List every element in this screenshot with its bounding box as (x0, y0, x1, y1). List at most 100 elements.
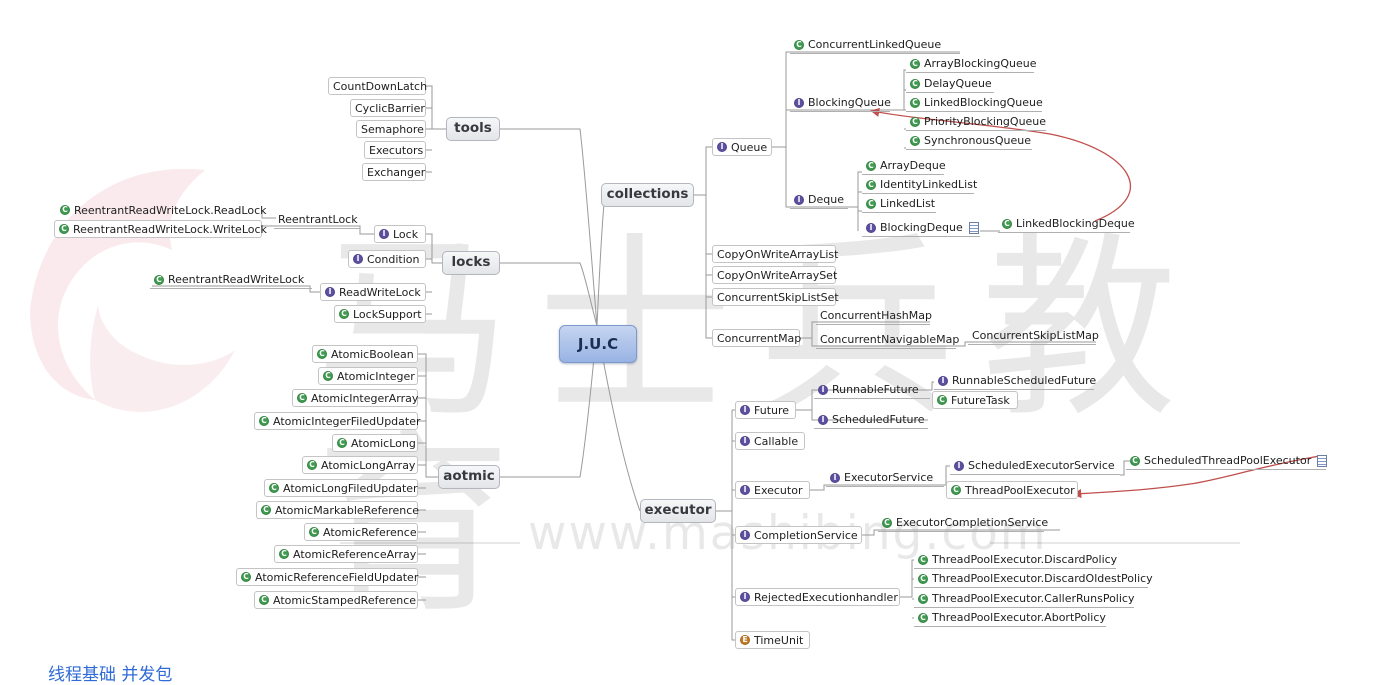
collections-concurrentmap[interactable]: ConcurrentMap (712, 329, 802, 347)
node-label: Condition (367, 252, 420, 266)
group-node-aotmic[interactable]: aotmic (438, 465, 500, 489)
node-label: DelayQueue (924, 77, 992, 90)
tools-semaphore[interactable]: Semaphore (356, 120, 426, 138)
class-icon: C (317, 349, 327, 359)
class-icon: C (866, 198, 876, 209)
node-label: AtomicLong (351, 436, 416, 450)
class-icon: C (910, 58, 920, 69)
collections-copyonwritearrayset[interactable]: CopyOnWriteArraySet (712, 266, 837, 284)
tools-countdownlatch[interactable]: CountDownLatch (328, 77, 427, 95)
node-label: RunnableFuture (832, 383, 919, 396)
tools-exchanger[interactable]: Exchanger (362, 163, 426, 181)
class-icon: C (241, 572, 251, 582)
collections-copyonwritearraylist[interactable]: CopyOnWriteArrayList (712, 245, 838, 263)
class-icon: C (951, 485, 961, 495)
tools-executors[interactable]: Executors (364, 141, 426, 159)
enum-icon: E (740, 635, 750, 645)
locks-reentrantlock[interactable]: ReentrantLock (274, 211, 360, 229)
map-concurrentskiplistmap[interactable]: ConcurrentSkipListMap (968, 327, 1099, 345)
group-node-collections[interactable]: collections (601, 183, 694, 207)
group-label-collections: collections (606, 186, 689, 203)
interface-icon: I (794, 97, 804, 108)
group-node-locks[interactable]: locks (442, 251, 500, 275)
group-node-tools[interactable]: tools (446, 117, 500, 141)
node-label: LinkedBlockingDeque (1016, 217, 1135, 230)
node-label: ThreadPoolExecutor.DiscardPolicy (932, 553, 1118, 566)
node-label: ConcurrentLinkedQueue (808, 38, 942, 51)
interface-icon: I (325, 287, 335, 297)
map-concurrenthashmap[interactable]: ConcurrentHashMap (816, 307, 932, 325)
node-label: AtomicStampedReference (273, 593, 417, 607)
map-concurrentnavigablemap[interactable]: ConcurrentNavigableMap (816, 331, 959, 349)
group-node-executor[interactable]: executor (640, 499, 716, 523)
node-label: Future (754, 403, 790, 417)
collections-concurrentskiplistset[interactable]: ConcurrentSkipListSet (712, 288, 839, 306)
relation-arrow-scheduled-to-threadpool (1072, 455, 1321, 499)
node-label: ReadWriteLock (339, 285, 421, 299)
root-node-juc[interactable]: J.U.C (559, 325, 637, 363)
node-label: ConcurrentSkipListMap (972, 329, 1099, 342)
node-label: ConcurrentMap (717, 331, 802, 345)
group-label-tools: tools (454, 120, 492, 137)
node-label: ThreadPoolExecutor.AbortPolicy (932, 611, 1106, 624)
note-icon[interactable] (1317, 454, 1328, 467)
note-icon[interactable] (968, 221, 979, 234)
locks-readwritelock[interactable]: I ReadWriteLock (320, 283, 426, 301)
watermark-line-left (340, 542, 520, 544)
tools-cyclicbarrier[interactable]: CyclicBarrier (350, 99, 426, 117)
interface-icon: I (866, 222, 876, 233)
